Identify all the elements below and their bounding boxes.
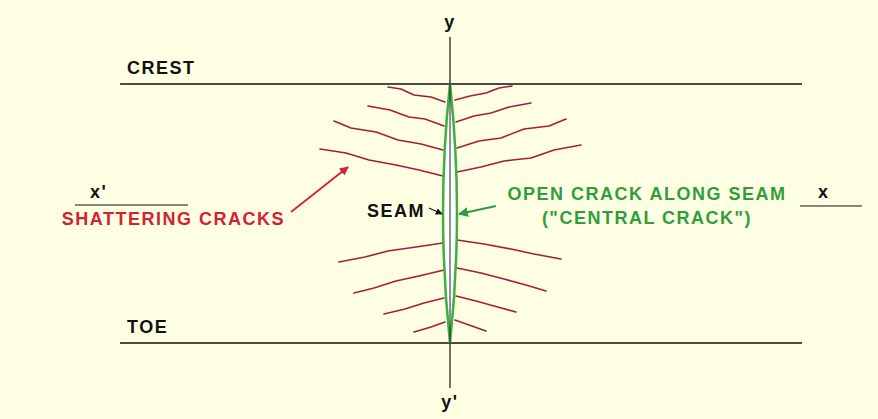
leader-arrow bbox=[429, 208, 442, 214]
toe-label: TOE bbox=[127, 315, 168, 339]
y-axis-line bbox=[449, 37, 450, 84]
crest-label: CREST bbox=[127, 56, 196, 80]
toe-line bbox=[120, 342, 802, 344]
axis-label: y bbox=[438, 10, 462, 34]
leader-arrow bbox=[291, 167, 348, 212]
leader-arrow bbox=[459, 206, 496, 214]
crest-line bbox=[120, 83, 802, 85]
seam-line bbox=[450, 84, 451, 343]
x-axis-line bbox=[800, 205, 862, 206]
x-axis-line bbox=[75, 204, 188, 205]
axis-label: x bbox=[818, 180, 830, 204]
y-axis-line bbox=[449, 343, 450, 388]
central-crack-label: OPEN CRACK ALONG SEAM ("CENTRAL CRACK") bbox=[482, 182, 812, 230]
shattering-cracks-label: SHATTERING CRACKS bbox=[62, 207, 285, 231]
seam-label: SEAM bbox=[367, 199, 425, 223]
axis-label: x' bbox=[90, 180, 107, 204]
axis-label: y' bbox=[436, 390, 464, 414]
central-crack bbox=[443, 84, 457, 343]
